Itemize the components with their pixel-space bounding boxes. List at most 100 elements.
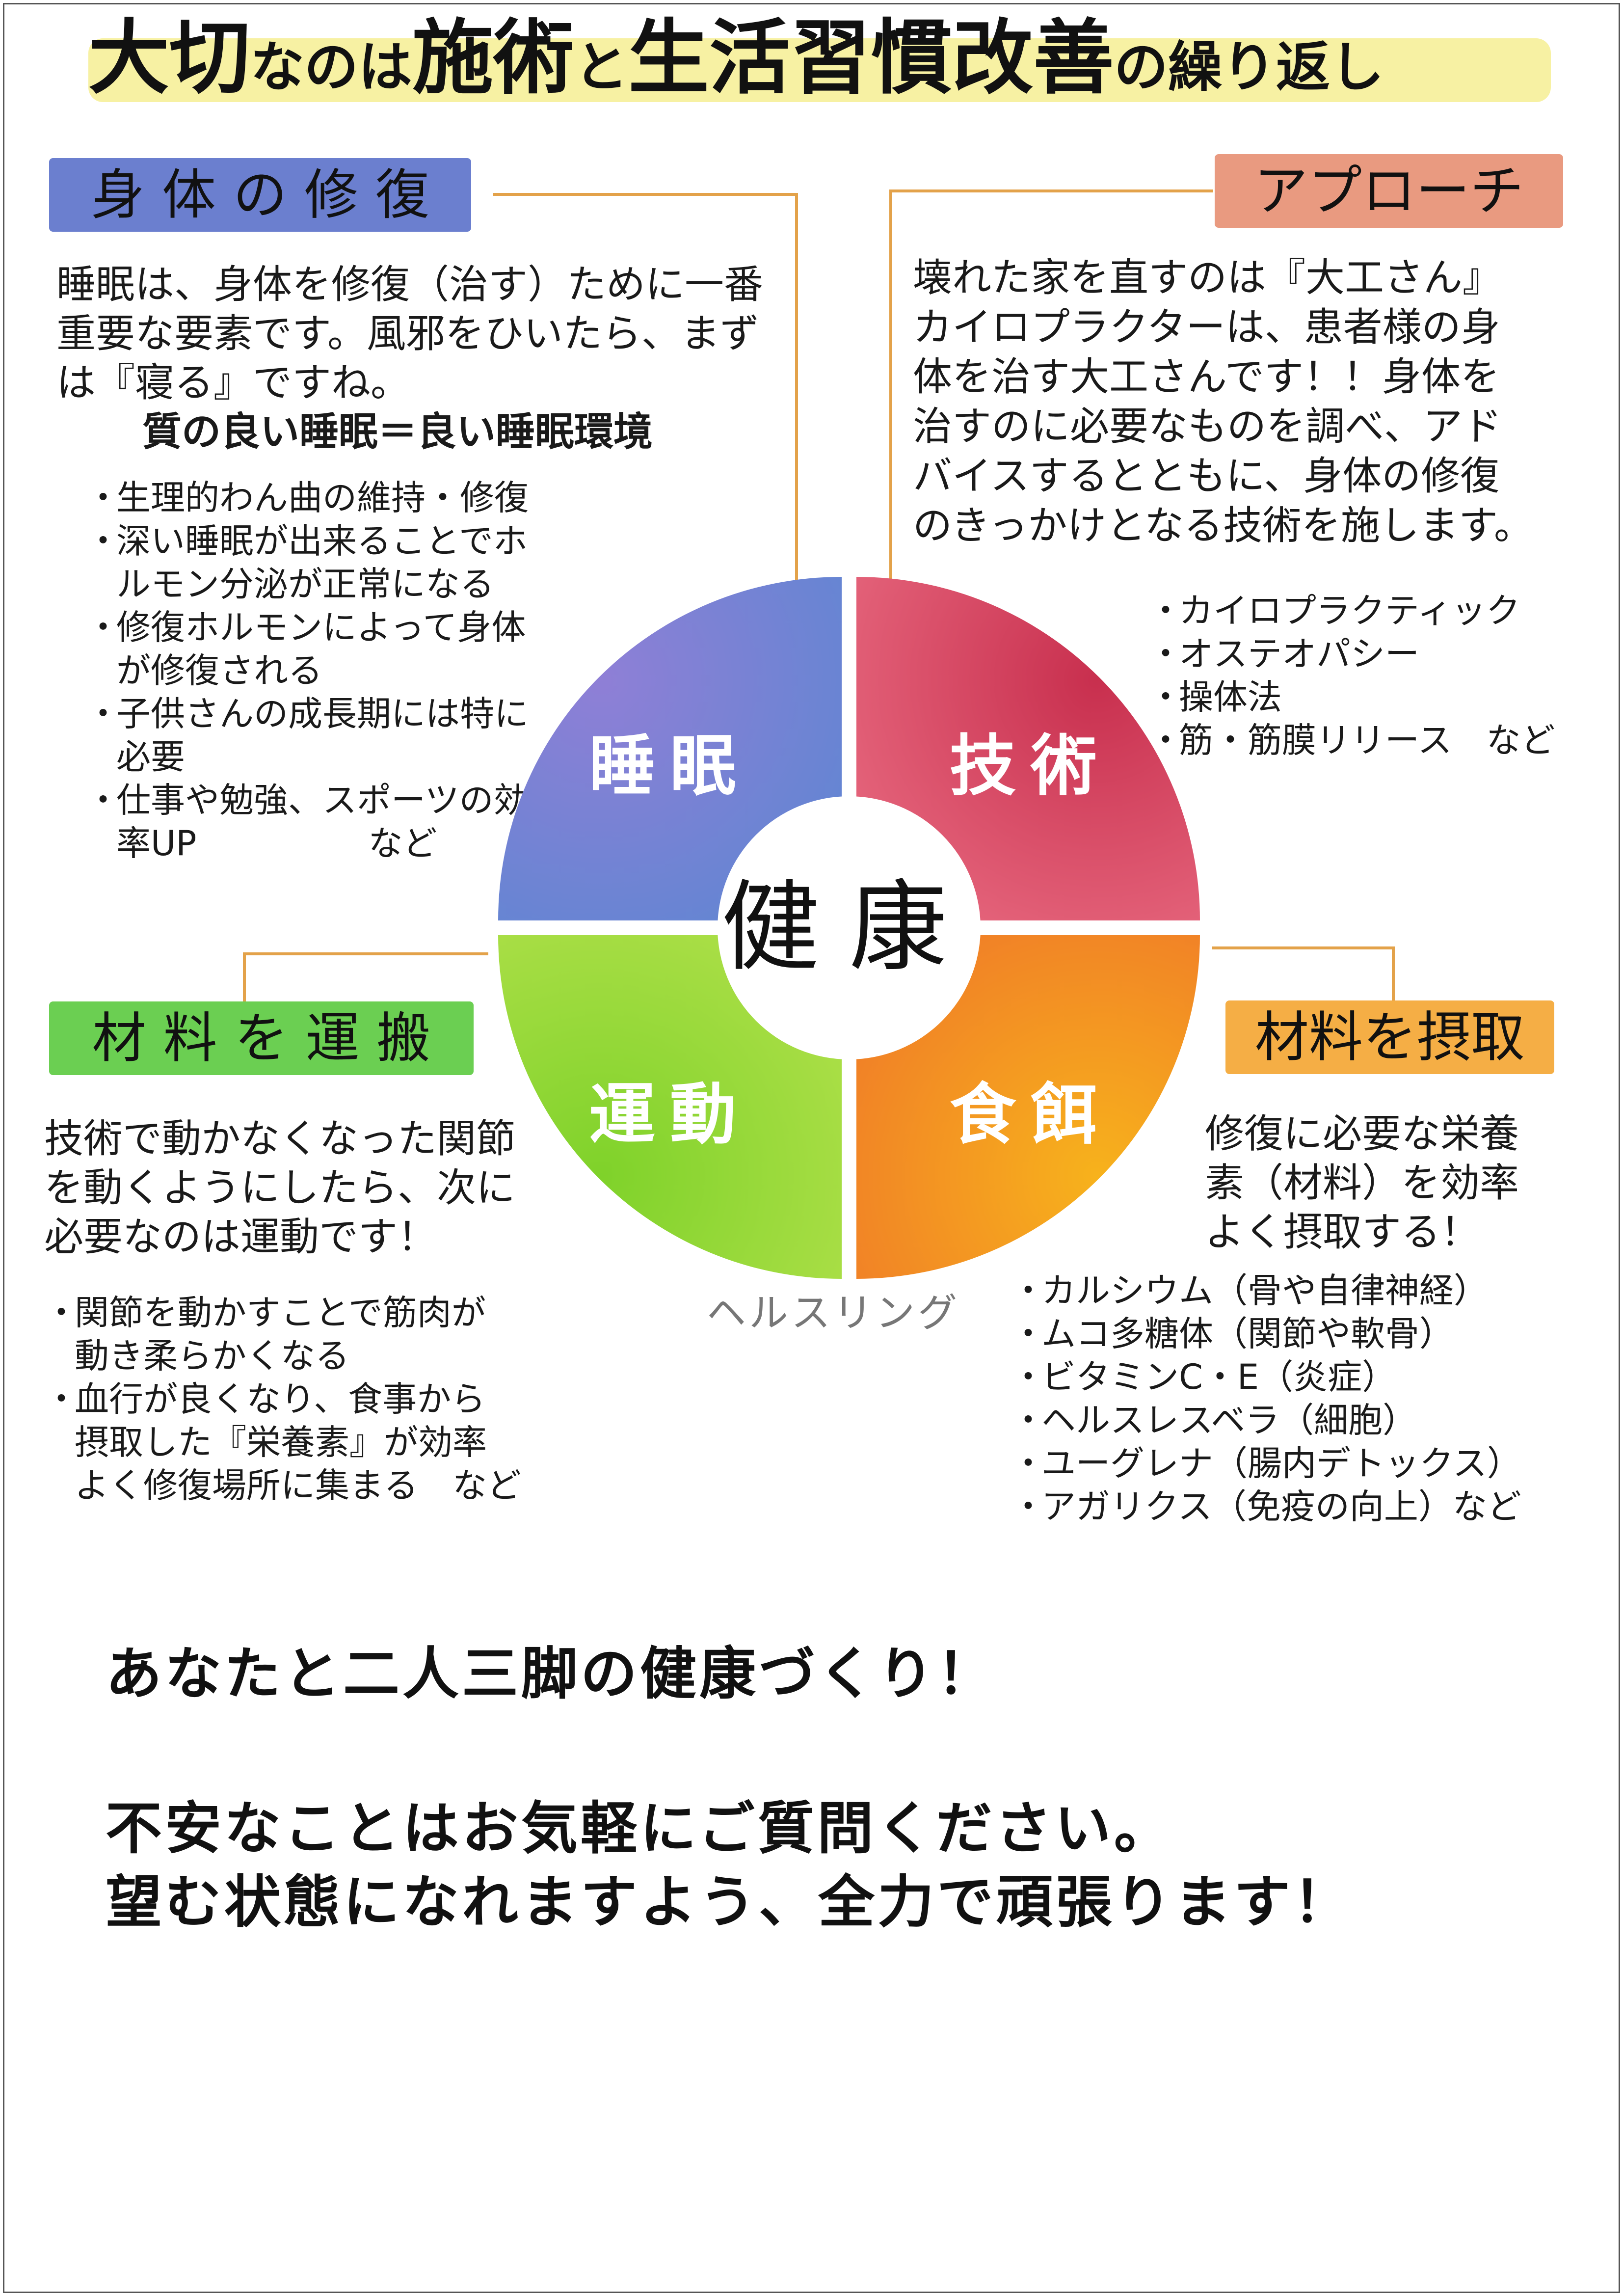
intake-line-1: 修復に必要な栄養 (1205, 1111, 1519, 1157)
list-item-text: ルモン分泌が正常になる (116, 564, 494, 604)
list-item: カルシウム（骨や自律神経） (1011, 1269, 1600, 1312)
sleep-line-1: 睡眠は、身体を修復（治す）ために一番 (56, 262, 763, 307)
list-item-text: 血行が良くなり、食事から (75, 1379, 486, 1419)
header-intake-materials: 材料を摂取 (1225, 1000, 1554, 1074)
closing-line-1: あなたと二人三脚の健康づくり！ (106, 1641, 997, 1707)
header-approach-label: アプローチ (1254, 160, 1524, 222)
list-item-text: オステオパシー (1179, 634, 1419, 674)
ring-segment-technique (856, 577, 1200, 920)
ring-label-food: 食餌 (950, 1076, 1112, 1153)
header-transport-materials-label: 材 料 を 運 搬 (92, 1007, 431, 1070)
connector-sleep-v (795, 193, 798, 586)
connector-approach-h (889, 189, 1213, 192)
list-item-text: 筋・筋膜リリース など (1179, 720, 1555, 760)
closing-line-2: 不安なことはお気軽にご質問ください。 (106, 1796, 1173, 1862)
list-item-text: 修復ホルモンによって身体 (116, 607, 526, 648)
list-item-text: 必要 (116, 737, 185, 777)
connector-move-v (243, 952, 246, 1001)
list-item-text: 動き柔らかくなる (75, 1336, 349, 1376)
closing-line-3: 望む状態になれますよう、全力で頑張ります！ (106, 1869, 1353, 1935)
list-item-text: ヘルスレスベラ（細胞） (1041, 1400, 1417, 1440)
ring-caption: ヘルスリング (707, 1290, 960, 1336)
intake-description: 修復に必要な栄養 素（材料）を効率 よく摂取する！ (1205, 1109, 1597, 1257)
header-intake-materials-label: 材料を摂取 (1255, 1006, 1525, 1069)
page-frame (3, 3, 1620, 2293)
header-body-repair-label: 身 体 の 修 復 (91, 163, 429, 226)
sleep-line-2: 重要な要素です。風邪をひいたら、まず (56, 311, 759, 356)
connector-intake-v (1392, 946, 1395, 1000)
list-item-text: ムコ多糖体（関節や軟骨） (1041, 1314, 1454, 1354)
list-item-text: 関節を動かすことで筋肉が (75, 1293, 486, 1333)
health-ring-graphic (491, 569, 1207, 1286)
header-transport-materials: 材 料 を 運 搬 (49, 1001, 474, 1075)
ring-label-sleep: 睡眠 (589, 728, 751, 805)
title-part-4: と (574, 36, 628, 99)
title-part-3: 施術 (412, 11, 574, 105)
title-part-6: の (1114, 36, 1168, 99)
ring-center (718, 796, 981, 1059)
title-part-5: 生活習慣改善 (628, 11, 1114, 105)
list-item: カイロプラクティック (1148, 589, 1615, 632)
connector-approach-v (889, 189, 892, 582)
approach-line-3: 体を治す大工さんです！！身体を (913, 354, 1500, 400)
page-title: 大切なのは施術と生活習慣改善の繰り返し (88, 9, 1551, 107)
list-item-text: カイロプラクティック (1179, 591, 1520, 631)
approach-line-4: 治すのに必要なものを調べ、アド (913, 404, 1502, 449)
list-item-text: ユーグレナ（腸内デトックス） (1041, 1443, 1521, 1484)
title-highlight (88, 38, 1551, 102)
list-item: 生理的わん曲の維持・修復 (86, 476, 577, 519)
ring-center-label: 健康 (721, 870, 977, 985)
approach-line-5: バイスするとともに、身体の修復 (913, 453, 1500, 499)
title-banner: 大切なのは施術と生活習慣改善の繰り返し (88, 9, 1551, 107)
title-part-7: 繰り返し (1168, 36, 1384, 99)
movement-line-3: 必要なのは運動です！ (44, 1214, 437, 1260)
list-item-text: カルシウム（骨や自律神経） (1041, 1270, 1488, 1311)
list-item-text: アガリクス（免疫の向上）など (1041, 1486, 1521, 1527)
list-item-text: ビタミンC・E（炎症） (1041, 1357, 1397, 1397)
movement-description: 技術で動かなくなった関節 を動くようにしたら、次に 必要なのは運動です！ (44, 1114, 584, 1262)
list-item: ヘルスレスベラ（細胞） (1011, 1399, 1600, 1442)
sleep-description: 睡眠は、身体を修復（治す）ために一番 重要な要素です。風邪をひいたら、まず は『… (56, 260, 783, 407)
header-body-repair: 身 体 の 修 復 (49, 158, 471, 232)
intake-line-2: 素（材料）を効率 (1205, 1160, 1519, 1206)
list-item: アガリクス（免疫の向上）など (1011, 1485, 1600, 1528)
list-item: オステオパシー (1148, 632, 1615, 675)
movement-line-1: 技術で動かなくなった関節 (44, 1116, 515, 1162)
header-approach: アプローチ (1215, 154, 1563, 228)
sleep-line-3: は『寝る』ですね。 (56, 360, 410, 405)
ring-label-movement: 運動 (589, 1076, 751, 1153)
list-item-text: 深い睡眠が出来ることでホ (116, 521, 528, 561)
list-item: 筋・筋膜リリース など (1148, 719, 1615, 762)
list-item-text: 摂取した『栄養素』が効率 (75, 1422, 487, 1462)
approach-description: 壊れた家を直すのは『大工さん』 カイロプラクターは、患者様の身 体を治す大工さん… (913, 253, 1610, 550)
health-ring: 睡眠 技術 運動 食餌 健康 (491, 569, 1207, 1286)
list-item-text: 生理的わん曲の維持・修復 (116, 478, 529, 518)
ring-label-technique: 技術 (950, 728, 1112, 805)
ring-segment-sleep (498, 577, 842, 920)
approach-line-2: カイロプラクターは、患者様の身 (913, 304, 1500, 350)
list-item: 操体法 (1148, 675, 1615, 719)
ring-segment-movement (498, 935, 842, 1279)
approach-bullet-list: カイロプラクティック オステオパシー 操体法 筋・筋膜リリース など (1148, 589, 1615, 762)
list-item: ユーグレナ（腸内デトックス） (1011, 1442, 1600, 1485)
title-part-1: 大切 (88, 11, 250, 105)
sleep-emphasis: 質の良い睡眠＝良い睡眠環境 (142, 409, 653, 455)
list-item: ビタミンC・E（炎症） (1011, 1355, 1600, 1399)
approach-line-1: 壊れた家を直すのは『大工さん』 (913, 255, 1502, 300)
title-part-2: なのは (250, 36, 412, 99)
connector-sleep-h (493, 193, 798, 196)
connector-intake-h (1212, 946, 1394, 949)
approach-line-6: のきっかけとなる技術を施します。 (913, 503, 1533, 548)
list-item: ムコ多糖体（関節や軟骨） (1011, 1312, 1600, 1355)
list-item-text: 仕事や勉強、スポーツの効 (116, 780, 528, 820)
movement-line-2: を動くようにしたら、次に (44, 1165, 515, 1211)
list-item-text: 子供さんの成長期には特に (116, 694, 529, 734)
list-item-text: 操体法 (1179, 677, 1282, 717)
